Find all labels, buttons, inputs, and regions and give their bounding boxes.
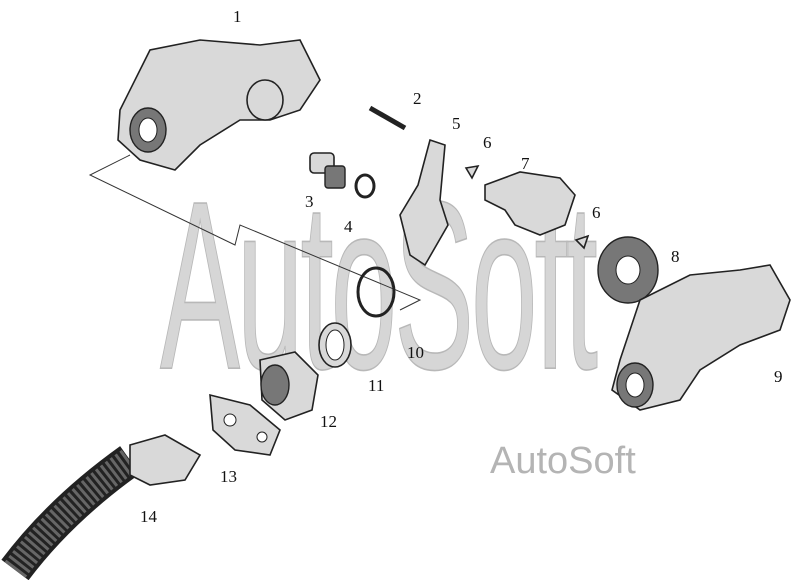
- label-part-6b: 6: [592, 203, 601, 222]
- label-part-2: 2: [413, 89, 422, 108]
- label-part-4: 4: [344, 217, 353, 236]
- part-14-hose: [1, 434, 202, 580]
- label-part-13: 13: [220, 467, 237, 486]
- label-part-6a: 6: [483, 133, 492, 152]
- part-4-ring: [354, 173, 376, 199]
- label-part-7: 7: [521, 154, 530, 173]
- label-part-12: 12: [320, 412, 337, 431]
- part-11-washer: [318, 322, 352, 368]
- part-10-o-ring: [356, 266, 396, 318]
- label-part-5: 5: [452, 114, 461, 133]
- label-part-3: 3: [305, 192, 314, 211]
- assembly-guide-line: [88, 154, 422, 311]
- label-part-11: 11: [368, 376, 385, 395]
- part-13-bracket: [209, 393, 281, 456]
- watermark-small: AutoSoft: [490, 440, 636, 482]
- part-1-coupling-head: [117, 39, 321, 171]
- part-9-coupling-head: [611, 264, 791, 411]
- label-part-8: 8: [671, 247, 680, 266]
- label-part-9: 9: [774, 367, 783, 386]
- part-7-cam: [484, 171, 576, 236]
- label-part-1: 1: [233, 7, 242, 26]
- part-6-key: [464, 164, 480, 180]
- label-part-14: 14: [140, 507, 157, 526]
- part-3-plug: [309, 152, 346, 189]
- part-2-pin: [368, 105, 407, 131]
- part-6-key: [574, 234, 590, 250]
- part-5-lever: [399, 138, 449, 267]
- label-part-10: 10: [407, 343, 424, 362]
- part-12-union-nut: [259, 351, 319, 421]
- part-8-seal: [597, 236, 659, 304]
